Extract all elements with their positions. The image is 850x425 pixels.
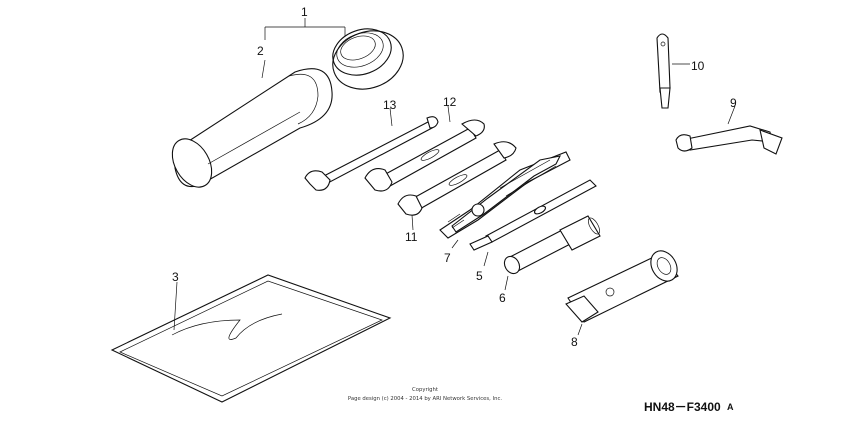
callout-9-leader xyxy=(727,105,736,125)
callout-13: 13 xyxy=(383,98,397,112)
handle-10 xyxy=(656,33,671,109)
pliers-7 xyxy=(439,151,571,239)
copyright-heading: Copyright xyxy=(412,387,438,393)
callout-7: 7 xyxy=(444,251,451,265)
tool-case-cap xyxy=(332,28,404,90)
socket-driver-6 xyxy=(503,215,601,275)
callout-5: 5 xyxy=(476,269,483,283)
callout-10: 10 xyxy=(691,59,705,73)
callout-2: 2 xyxy=(257,44,264,58)
diagram-revision: A xyxy=(727,402,734,412)
callout-12-leader xyxy=(447,105,451,123)
screwdriver-5 xyxy=(469,179,597,251)
document-pouch-3 xyxy=(110,274,392,403)
diagram-part-number: HN48－F3400 xyxy=(644,400,721,414)
callout-11-leader xyxy=(411,214,414,231)
double-wrench-12 xyxy=(364,119,485,192)
callout-6-leader xyxy=(504,275,509,291)
callout-13-leader xyxy=(389,107,393,127)
callout-3: 3 xyxy=(172,270,179,284)
bent-spanner-9 xyxy=(675,125,783,155)
box-wrench-8 xyxy=(565,250,679,323)
callout-3-leader xyxy=(173,281,178,331)
callout-9: 9 xyxy=(730,96,737,110)
callout-12: 12 xyxy=(443,95,457,109)
callout-6: 6 xyxy=(499,291,506,305)
tool-case-tube xyxy=(171,68,333,188)
callout-7-leader xyxy=(451,239,459,249)
callout-8: 8 xyxy=(571,335,578,349)
callout-1-leader xyxy=(261,18,346,79)
callout-5-leader xyxy=(483,251,489,267)
callout-11: 11 xyxy=(405,230,418,244)
copyright-notice: Page design (c) 2004 - 2014 by ARI Netwo… xyxy=(348,396,502,402)
callout-8-leader xyxy=(577,323,583,336)
single-wrench-13 xyxy=(304,116,439,191)
callout-1: 1 xyxy=(301,5,308,19)
double-wrench-11 xyxy=(397,141,517,216)
